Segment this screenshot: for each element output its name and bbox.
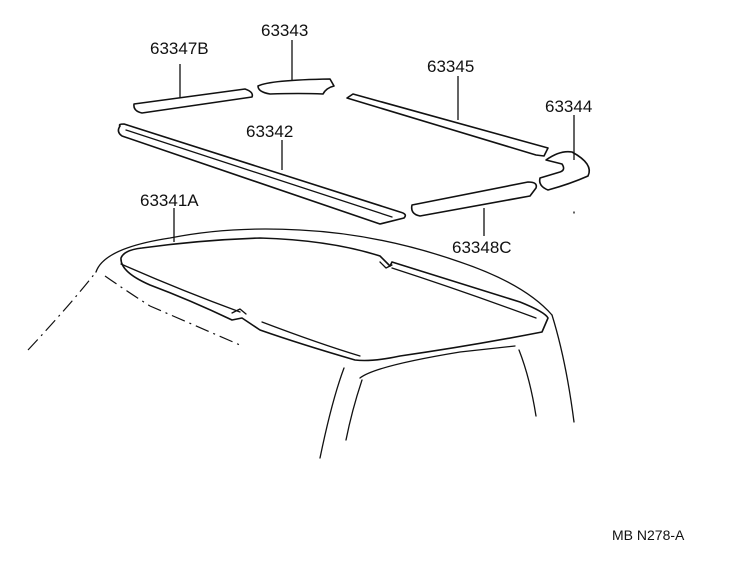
weatherstrip-63344 <box>538 150 591 191</box>
label-63342: 63342 <box>246 122 293 141</box>
weatherstrip-63347b <box>133 88 254 114</box>
label-63343: 63343 <box>261 21 308 40</box>
label-63345: 63345 <box>427 57 474 76</box>
sunroof-glass-63341a <box>120 237 549 362</box>
label-63348c: 63348C <box>452 238 512 257</box>
weatherstrip-63342 <box>117 123 407 225</box>
leader-lines <box>173 40 575 242</box>
figure-code: MB N278-A <box>612 527 685 543</box>
weatherstrip-63343 <box>257 78 335 95</box>
vehicle-body <box>27 228 575 459</box>
weatherstrip-63345 <box>346 93 549 157</box>
label-63347b: 63347B <box>150 39 209 58</box>
weatherstrip-63348c <box>410 181 538 217</box>
label-63344: 63344 <box>545 97 592 116</box>
label-63341a: 63341A <box>140 191 199 210</box>
